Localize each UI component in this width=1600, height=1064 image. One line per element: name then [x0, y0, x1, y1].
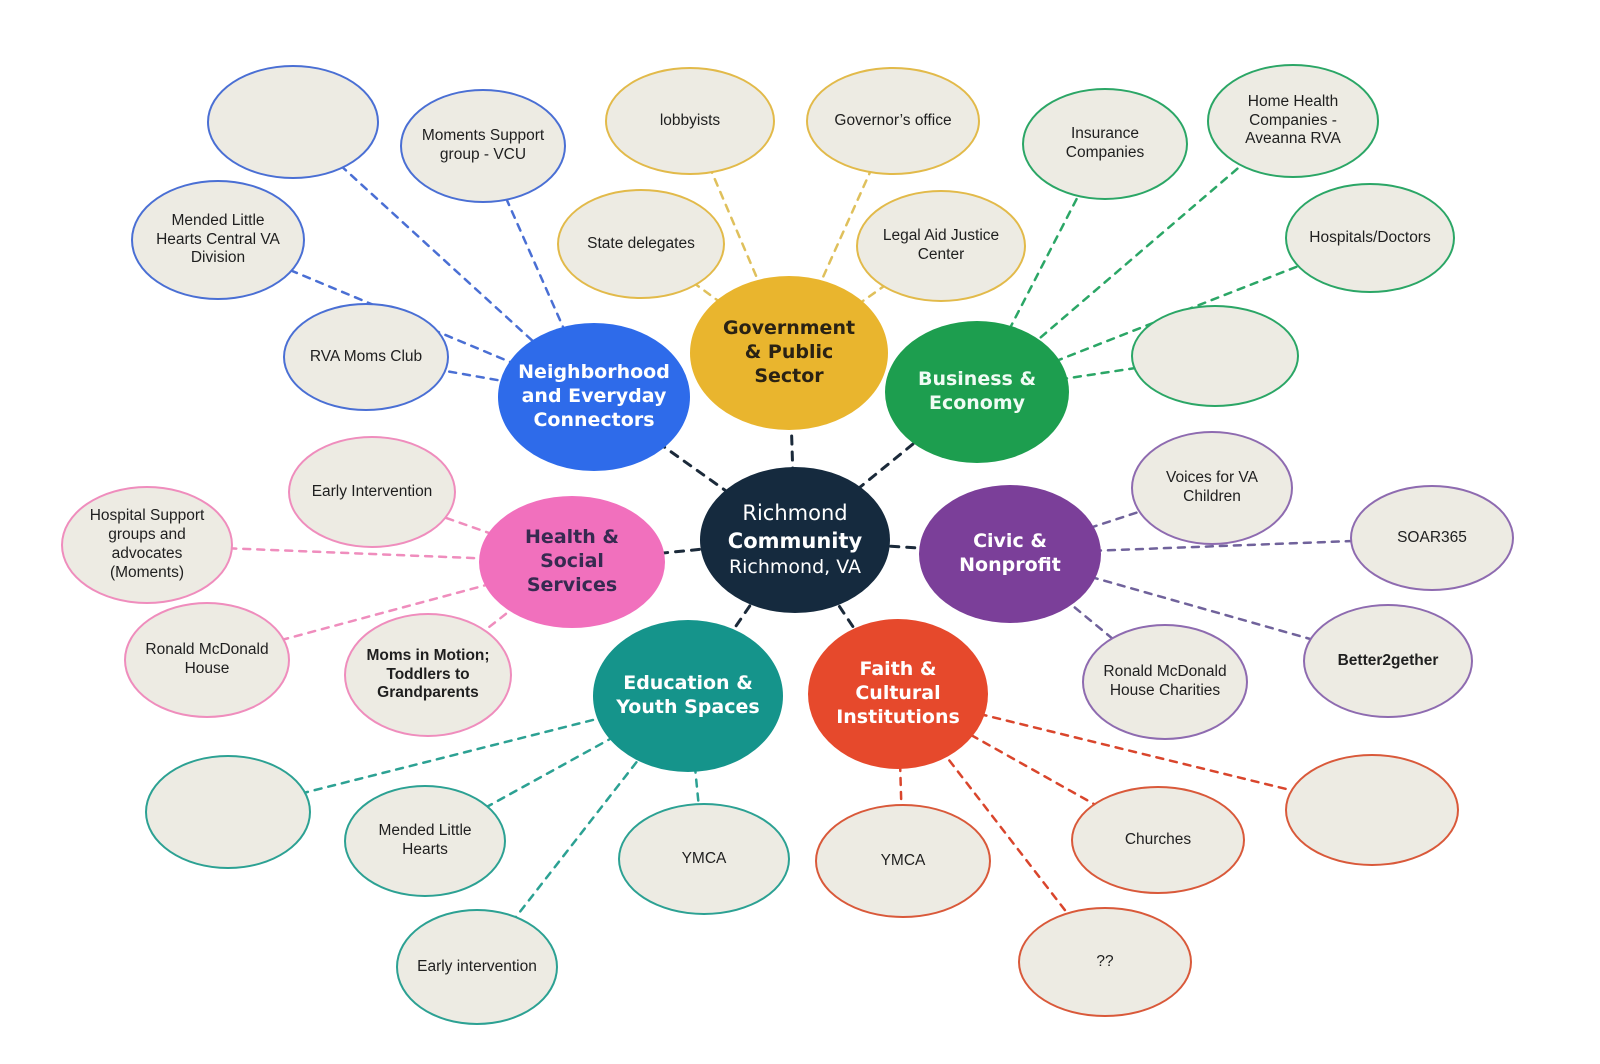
satellite-better2gether: Better2gether	[1303, 604, 1473, 718]
hub-label-line: Faith &	[859, 658, 937, 681]
center-label-line: Richmond, VA	[728, 555, 862, 578]
hub-label-line: Cultural	[855, 682, 941, 705]
satellite-label: Legal Aid Justice Center	[882, 227, 1000, 263]
satellite-label: SOAR365	[1397, 528, 1467, 546]
hub-label-line: and Everyday	[521, 385, 667, 408]
satellite-ronald-mcdonald-house: Ronald McDonald House	[124, 602, 290, 718]
satellite-legal-aid-justice: Legal Aid Justice Center	[856, 190, 1026, 302]
satellite-moments-support-vcu: Moments Support group - VCU	[400, 89, 566, 203]
satellite-voices-for-va-children: Voices for VA Children	[1131, 431, 1293, 545]
hub-label-line: Sector	[754, 364, 824, 387]
hub-label-line: Neighborhood	[518, 361, 670, 384]
hub-label-line: Government	[722, 317, 856, 340]
satellite-ymca-faith: YMCA	[815, 804, 991, 918]
center-label-line: Community	[727, 528, 863, 553]
satellite-hospital-support-groups: Hospital Support groups and advocates (M…	[61, 486, 233, 604]
footer: SHE SHOULD RUN Local Leader Lab	[0, 984, 1600, 1064]
satellite-state-delegates: State delegates	[557, 189, 725, 299]
satellite-churches: Churches	[1071, 786, 1245, 894]
hub-label-line: Health &	[525, 526, 619, 549]
satellite-label: Moments Support group - VCU	[421, 127, 545, 163]
edge-neighborhood-to-rva-moms-club	[364, 355, 596, 399]
satellite-label: Insurance Companies	[1065, 125, 1145, 161]
hub-label-line: Youth Spaces	[616, 696, 760, 718]
hub-label-line: Civic &	[973, 530, 1047, 553]
center-label-line: Richmond	[742, 501, 848, 526]
satellite-label: ??	[1096, 952, 1114, 970]
hub-label-line: Connectors	[533, 408, 655, 431]
satellite-label: Mended Little Hearts	[378, 822, 472, 858]
satellite-business-empty	[1131, 305, 1299, 407]
satellite-label: Voices for VA Children	[1166, 469, 1258, 505]
satellite-soar365: SOAR365	[1350, 485, 1514, 591]
satellite-early-intervention-pink: Early Intervention	[288, 436, 456, 548]
satellite-label: lobbyists	[659, 111, 721, 129]
satellite-label: Better2gether	[1337, 651, 1439, 669]
satellite-moms-in-motion: Moms in Motion; Toddlers to Grandparents	[344, 613, 512, 737]
satellite-label: RVA Moms Club	[309, 347, 423, 365]
hub-label-line: Economy	[928, 392, 1026, 414]
satellite-label: Hospital Support groups and advocates (M…	[89, 507, 205, 581]
hub-label-line: Education &	[623, 672, 753, 695]
satellite-label: State delegates	[587, 234, 695, 252]
satellite-rm-house-charities: Ronald McDonald House Charities	[1082, 624, 1248, 740]
satellite-ymca-education: YMCA	[618, 803, 790, 915]
satellite-insurance-companies: Insurance Companies	[1022, 88, 1188, 200]
satellite-rva-moms-club: RVA Moms Club	[283, 303, 449, 411]
satellite-label: YMCA	[880, 851, 926, 869]
hub-education: Education &Youth Spaces	[593, 620, 783, 772]
satellite-label: Ronald McDonald House Charities	[1103, 663, 1227, 699]
satellite-label: Churches	[1124, 830, 1192, 848]
satellite-label: Mended Little Hearts Central VA Division	[156, 211, 280, 267]
hub-label-line: Social	[540, 550, 604, 573]
hub-label-line: Business &	[917, 368, 1037, 391]
hub-label-line: & Public	[744, 341, 834, 364]
satellite-label: Early Intervention	[311, 482, 433, 500]
satellite-label: Governor’s office	[834, 111, 952, 129]
satellite-mended-little-hearts: Mended Little Hearts	[344, 785, 506, 897]
satellite-label: Hospitals/Doctors	[1309, 228, 1431, 246]
satellite-label: Early intervention	[417, 957, 537, 975]
satellite-home-health-aveanna: Home Health Companies - Aveanna RVA	[1207, 64, 1379, 178]
satellite-hospitals-doctors: Hospitals/Doctors	[1285, 183, 1455, 293]
satellite-label: YMCA	[681, 849, 727, 867]
satellite-blue-empty	[207, 65, 379, 179]
satellite-unknown-question-marks: ??	[1018, 907, 1192, 1017]
hub-business: Business &Economy	[885, 321, 1069, 463]
satellite-education-empty	[145, 755, 311, 869]
satellite-lobbyists: lobbyists	[605, 67, 775, 175]
satellite-early-intervention-teal: Early intervention	[396, 909, 558, 1025]
satellite-mended-central-va: Mended Little Hearts Central VA Division	[131, 180, 305, 300]
satellite-faith-empty	[1285, 754, 1459, 866]
satellite-governors-office: Governor’s office	[806, 67, 980, 175]
satellite-label: Home Health Companies - Aveanna RVA	[1245, 92, 1341, 148]
satellite-label: Ronald McDonald House	[145, 641, 269, 677]
hub-civic: Civic &Nonprofit	[919, 485, 1101, 623]
hub-label-line: Institutions	[836, 705, 960, 728]
hub-label-line: Nonprofit	[959, 554, 1061, 576]
hub-label-line: Services	[526, 573, 618, 596]
satellite-label: Moms in Motion; Toddlers to Grandparents	[366, 646, 490, 702]
